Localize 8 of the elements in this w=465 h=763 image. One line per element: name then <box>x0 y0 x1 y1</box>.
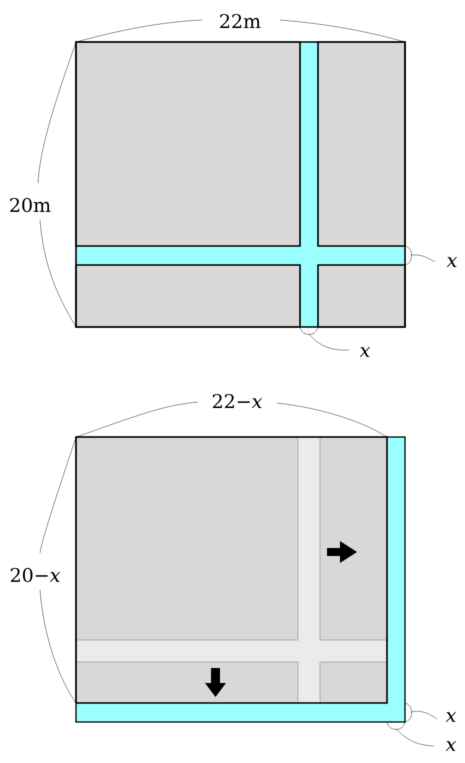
dimension-label: 20−x <box>10 568 60 582</box>
dimension-label: x <box>360 347 370 357</box>
dimension-label: x <box>446 257 458 267</box>
dimension-label: 22m <box>220 14 261 28</box>
dimension-label: x <box>446 741 456 751</box>
dimension-label: 20m <box>10 198 51 212</box>
dimension-label: x <box>446 712 456 722</box>
dimension-label: 22−x <box>212 394 262 408</box>
